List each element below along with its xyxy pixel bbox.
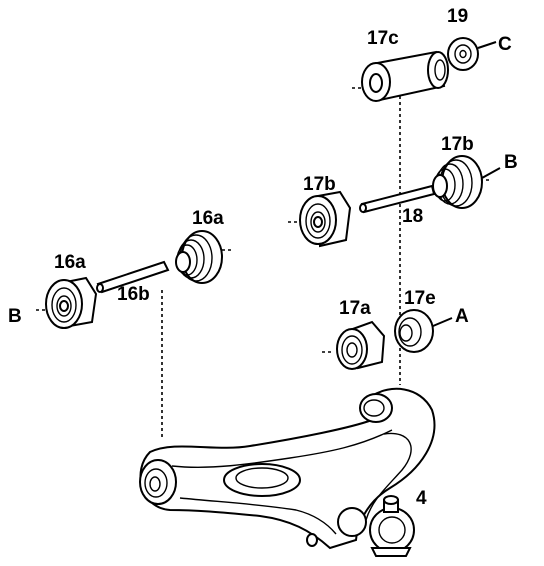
part-17e-ring bbox=[394, 309, 453, 353]
part-16a-left-bushing bbox=[45, 276, 98, 329]
label-16b: 16b bbox=[117, 284, 150, 305]
part-17b-right-bushing bbox=[432, 155, 501, 209]
label-16a-left: 16a bbox=[54, 252, 86, 273]
part-18-pin bbox=[359, 184, 436, 214]
label-b-left: B bbox=[8, 306, 22, 327]
label-4: 4 bbox=[416, 488, 427, 509]
label-b-right: B bbox=[504, 152, 518, 173]
label-17b-left: 17b bbox=[303, 174, 336, 195]
label-17a: 17a bbox=[339, 298, 371, 319]
part-16a-top-bushing bbox=[175, 230, 223, 284]
label-17c: 17c bbox=[367, 28, 399, 49]
label-c: C bbox=[498, 34, 512, 55]
part-17a-bushing bbox=[336, 320, 386, 370]
label-17b-right: 17b bbox=[441, 134, 474, 155]
part-16b-pin bbox=[96, 260, 170, 294]
part-17c-bushing bbox=[361, 50, 449, 102]
label-19: 19 bbox=[447, 6, 468, 27]
part-17b-left-bushing bbox=[299, 190, 352, 248]
label-18: 18 bbox=[402, 206, 423, 227]
part-19-washer bbox=[447, 37, 497, 71]
label-a: A bbox=[455, 306, 469, 327]
label-17e: 17e bbox=[404, 288, 436, 309]
label-16a-top: 16a bbox=[192, 208, 224, 229]
part-4-control-arm bbox=[139, 387, 436, 557]
